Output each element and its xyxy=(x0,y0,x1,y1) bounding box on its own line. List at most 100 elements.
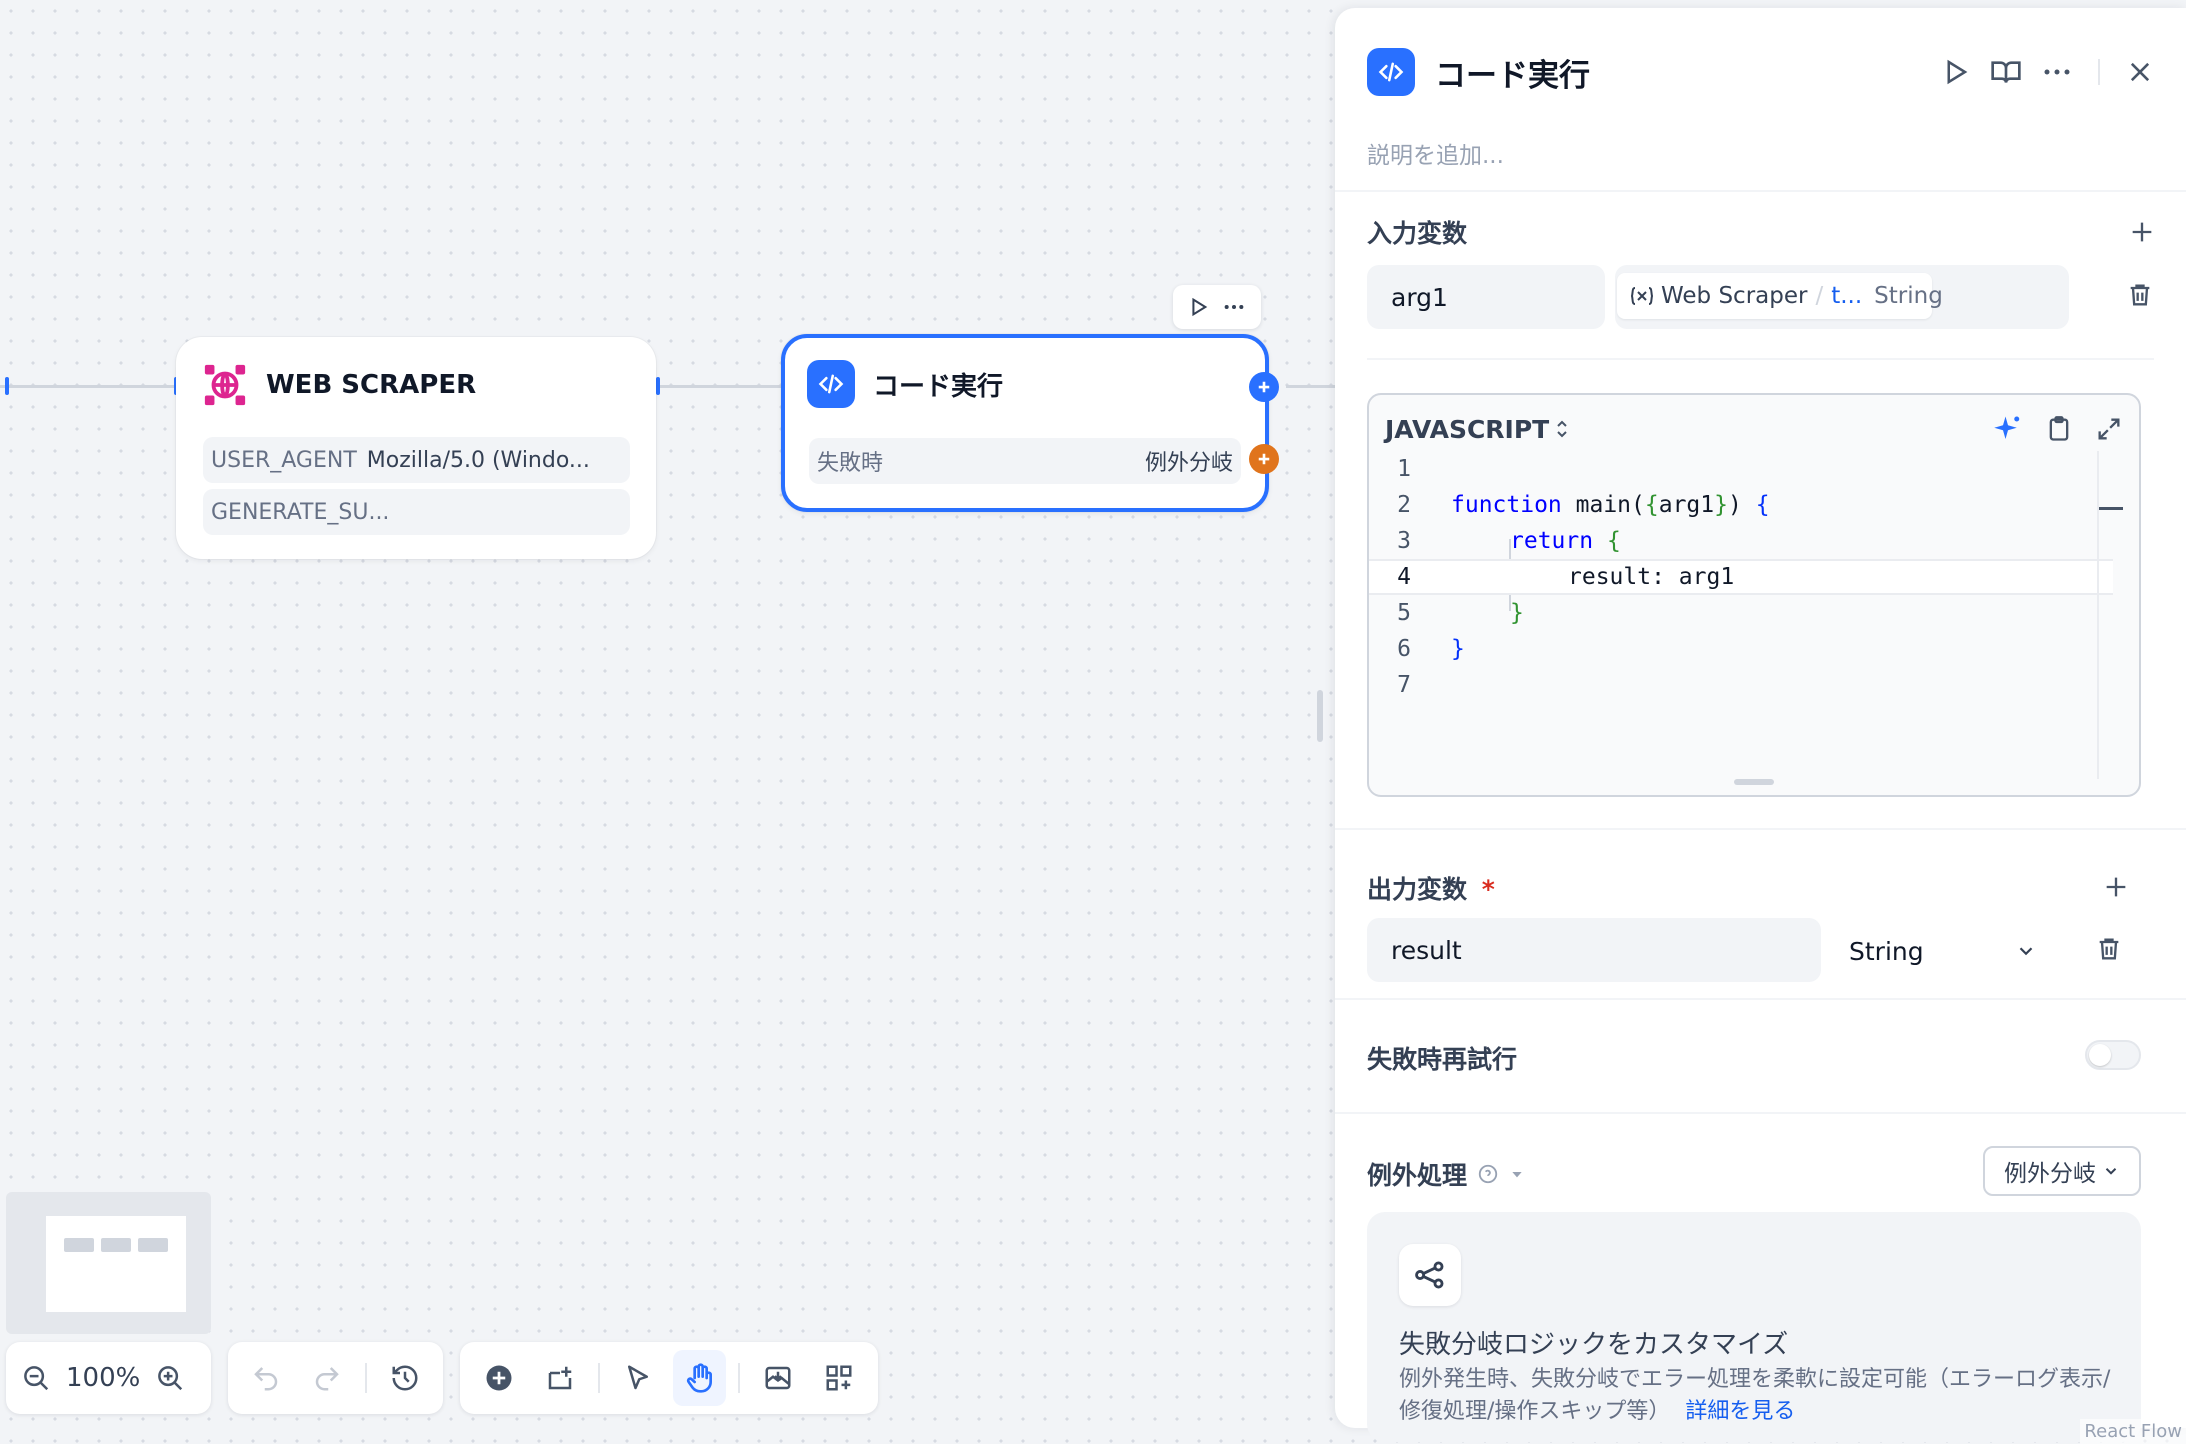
fail-branch-handle[interactable] xyxy=(1249,444,1279,474)
line-number: 7 xyxy=(1397,672,1411,698)
chevron-down-icon xyxy=(2105,1168,2117,1175)
line-number: 5 xyxy=(1397,600,1411,626)
add-note-button[interactable] xyxy=(533,1350,586,1406)
code-icon xyxy=(1367,48,1415,96)
organize-nodes-button[interactable] xyxy=(813,1350,866,1406)
zoom-out-button[interactable] xyxy=(12,1350,60,1406)
exception-mode-value: 例外分岐 xyxy=(2004,1161,2096,1187)
code-source-handle[interactable] xyxy=(1249,372,1279,402)
toolbar-divider xyxy=(598,1363,600,1393)
minimap-node xyxy=(138,1238,168,1252)
line-text: result: arg1 xyxy=(1568,564,1735,590)
chevron-updown-icon xyxy=(1557,420,1567,438)
add-output-var-icon[interactable] xyxy=(2102,873,2130,901)
scraper-prev-port[interactable] xyxy=(5,377,9,395)
ai-generate-icon[interactable] xyxy=(1993,414,2023,444)
code-lines[interactable]: 1 2 function main({arg1}) { 3 return { 4… xyxy=(1369,451,2113,703)
minimap-node xyxy=(101,1238,131,1252)
export-image-button[interactable] xyxy=(752,1350,805,1406)
panel-resize-handle[interactable] xyxy=(1317,690,1323,742)
toggle-knob xyxy=(2089,1044,2111,1066)
redo-button[interactable] xyxy=(300,1350,352,1406)
web-scraper-title: WEB SCRAPER xyxy=(266,370,477,400)
required-mark: * xyxy=(1481,875,1495,904)
scroll-cursor-mark xyxy=(2099,507,2123,510)
add-node-button[interactable] xyxy=(472,1350,525,1406)
line-number: 3 xyxy=(1397,528,1411,554)
chevron-down-icon xyxy=(2019,947,2033,956)
history-toolbar xyxy=(228,1342,443,1414)
var-reference-chip[interactable]: Web Scraper / t... String xyxy=(1617,273,1943,319)
copy-clipboard-icon[interactable] xyxy=(2045,415,2073,443)
panel-title[interactable]: コード実行 xyxy=(1435,57,1590,94)
output-var-name-field[interactable]: result xyxy=(1367,918,1821,982)
code-editor[interactable]: JAVASCRIPT 1 2 function main({arg1}) { 3… xyxy=(1367,393,2141,797)
line-text: function main({arg1}) { xyxy=(1451,492,1770,518)
node-toolbar xyxy=(1173,285,1261,329)
edge-code-out xyxy=(1286,385,1335,388)
run-node-icon[interactable] xyxy=(1187,296,1209,318)
panel-more-icon[interactable] xyxy=(2042,57,2072,87)
line-text: } xyxy=(1451,636,1465,662)
variable-icon xyxy=(1629,285,1655,307)
learn-more-link[interactable]: 詳細を見る xyxy=(1685,1399,1796,1424)
code-icon xyxy=(807,360,855,408)
node-more-icon[interactable] xyxy=(1221,296,1247,318)
code-line: 2 function main({arg1}) { xyxy=(1369,487,2113,523)
zoom-in-button[interactable] xyxy=(146,1350,194,1406)
divider xyxy=(1335,828,2186,830)
close-icon[interactable] xyxy=(2126,58,2154,86)
code-node[interactable]: コード実行 失敗時 例外分岐 xyxy=(781,334,1269,512)
input-var-name-field[interactable]: arg1 xyxy=(1367,265,1605,329)
param-key: GENERATE_SU... xyxy=(211,499,390,525)
code-line: 6 } xyxy=(1369,631,2113,667)
add-input-var-icon[interactable] xyxy=(2128,218,2156,246)
history-button[interactable] xyxy=(379,1350,431,1406)
retry-title: 失敗時再試行 xyxy=(1367,1045,1518,1074)
exception-title-row: 例外処理 xyxy=(1367,1156,1525,1192)
description-input[interactable]: 説明を追加... xyxy=(1367,143,1504,169)
scraper-source-port[interactable] xyxy=(656,377,660,395)
pointer-mode-button[interactable] xyxy=(612,1350,665,1406)
code-line: 7 xyxy=(1369,667,2113,703)
retry-toggle[interactable] xyxy=(2085,1040,2141,1070)
minimap[interactable] xyxy=(6,1192,211,1334)
react-flow-attribution[interactable]: React Flow xyxy=(2080,1419,2186,1444)
code-line: 5 } xyxy=(1369,595,2113,631)
zoom-level[interactable]: 100% xyxy=(66,1363,141,1393)
divider xyxy=(1335,190,2186,192)
output-type-value: String xyxy=(1849,936,1924,966)
line-number: 2 xyxy=(1397,492,1411,518)
param-key: USER_AGENT xyxy=(211,447,357,473)
scraper-param-row: USER_AGENT Mozilla/5.0 (Windo... xyxy=(203,437,630,483)
toolbar-divider xyxy=(364,1363,367,1393)
panel-header: コード実行 xyxy=(1367,42,2154,102)
exception-mode-select[interactable]: 例外分岐 xyxy=(1983,1146,2141,1196)
run-step-icon[interactable] xyxy=(1940,57,1970,87)
editor-resize-handle[interactable] xyxy=(1734,779,1774,785)
fail-branch-row: 失敗時 例外分岐 xyxy=(809,438,1241,484)
editor-scrollbar[interactable] xyxy=(2097,451,2123,779)
fail-label: 失敗時 xyxy=(817,451,884,476)
help-circle-icon[interactable] xyxy=(1477,1163,1499,1185)
undo-button[interactable] xyxy=(240,1350,292,1406)
code-line-current: 4 result: arg1 xyxy=(1369,559,2113,595)
expand-icon[interactable] xyxy=(2095,415,2123,443)
output-type-select[interactable]: String xyxy=(1833,920,2053,982)
delete-output-var-icon[interactable] xyxy=(2095,934,2123,964)
minimap-viewport xyxy=(46,1216,186,1312)
source-var-type: String xyxy=(1874,283,1943,309)
hand-mode-button[interactable] xyxy=(672,1350,727,1406)
param-value: Mozilla/5.0 (Windo... xyxy=(366,447,590,473)
docs-book-icon[interactable] xyxy=(1990,56,2022,88)
edge-in-scraper xyxy=(0,385,176,388)
delete-input-var-icon[interactable] xyxy=(2126,280,2154,310)
caret-down-icon[interactable] xyxy=(1509,1166,1525,1182)
code-node-title: コード実行 xyxy=(873,371,1004,402)
web-scraper-node[interactable]: WEB SCRAPER USER_AGENT Mozilla/5.0 (Wind… xyxy=(176,337,656,559)
source-separator: / xyxy=(1815,283,1824,309)
source-node-name: Web Scraper xyxy=(1661,283,1808,309)
code-line: 3 return { xyxy=(1369,523,2113,559)
language-select[interactable]: JAVASCRIPT xyxy=(1385,415,1571,444)
language-label: JAVASCRIPT xyxy=(1385,414,1550,444)
